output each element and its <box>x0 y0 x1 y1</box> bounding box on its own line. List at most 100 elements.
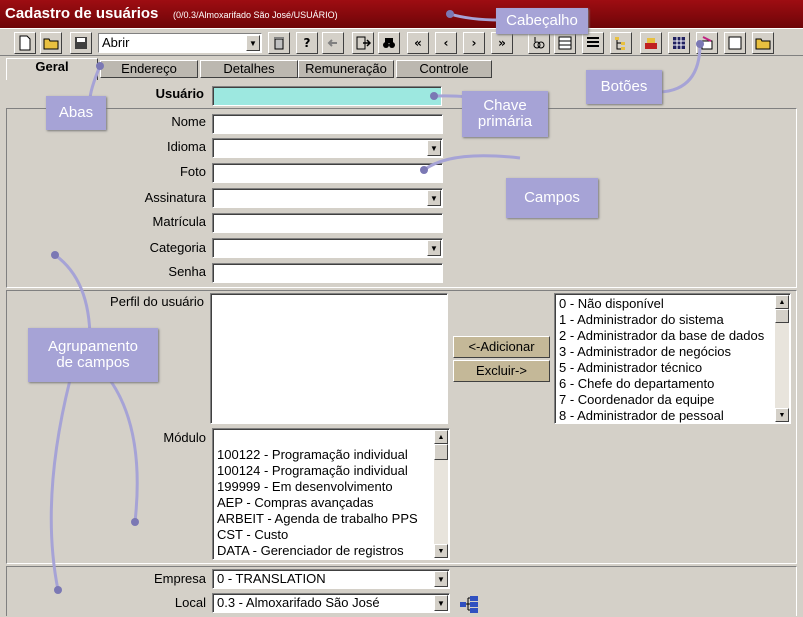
senha-label: Senha <box>168 264 206 279</box>
list-item[interactable]: CST - Custo <box>217 527 289 542</box>
scroll-thumb[interactable] <box>775 309 789 323</box>
open-button[interactable] <box>40 32 62 54</box>
modulo-label: Módulo <box>163 430 206 445</box>
empresa-select[interactable]: 0 - TRANSLATION ▼ <box>212 569 450 589</box>
matricula-field[interactable] <box>212 213 443 233</box>
tab-endereco[interactable]: Endereço <box>100 60 198 78</box>
local-lookup-button[interactable] <box>458 594 480 614</box>
add-profile-button[interactable]: <-Adicionar <box>453 336 550 358</box>
list-item[interactable]: 1 - Administrador do sistema <box>559 312 724 327</box>
next-record-button[interactable]: › <box>463 32 485 54</box>
tab-bar: Geral Endereço Detalhes Remuneração Cont… <box>0 58 803 80</box>
scroll-up-icon[interactable]: ▲ <box>434 430 448 444</box>
tab-detalhes[interactable]: Detalhes <box>200 60 298 78</box>
help-button[interactable]: ? <box>296 32 318 54</box>
local-select[interactable]: 0.3 - Almoxarifado São José ▼ <box>212 593 450 613</box>
chevron-down-icon[interactable]: ▼ <box>246 35 260 51</box>
tree-icon <box>615 37 625 50</box>
tab-label: Remuneração <box>305 61 387 76</box>
window-subtitle: (0/0.3/Almoxarifado São José/USUÁRIO) <box>173 10 338 20</box>
list-item[interactable]: AEP - Compras avançadas <box>217 495 374 510</box>
view-button-2[interactable] <box>554 32 576 54</box>
title-bar: Cadastro de usuários (0/0.3/Almoxarifado… <box>0 0 803 28</box>
delete-button[interactable] <box>268 32 290 54</box>
chevron-down-icon[interactable]: ▼ <box>427 140 441 156</box>
tab-controle[interactable]: Controle <box>396 60 492 78</box>
chevron-down-icon[interactable]: ▼ <box>434 571 448 587</box>
senha-field[interactable] <box>212 263 443 283</box>
header-callout: Cabeçalho <box>496 8 588 34</box>
list-item[interactable]: ARBEIT - Agenda de trabalho PPS <box>217 511 418 526</box>
folder-icon <box>755 38 771 50</box>
tab-label: Detalhes <box>223 61 275 76</box>
last-record-button[interactable]: » <box>491 32 513 54</box>
list-item[interactable]: 100124 - Programação individual <box>217 463 408 478</box>
scroll-down-icon[interactable]: ▼ <box>775 408 789 422</box>
list-item[interactable]: 7 - Coordenador da equipe <box>559 392 715 407</box>
categoria-select[interactable]: ▼ <box>212 238 443 258</box>
folder-button[interactable] <box>752 32 774 54</box>
flag-button[interactable] <box>640 32 662 54</box>
list-item[interactable]: 100122 - Programação individual <box>217 447 408 462</box>
list-item[interactable]: 6 - Chefe do departamento <box>559 376 715 391</box>
scroll-thumb[interactable] <box>434 444 448 460</box>
first-record-button[interactable]: « <box>407 32 429 54</box>
module-list[interactable]: 100122 - Programação individual 100124 -… <box>212 428 450 560</box>
toolbar: Abrir ▼ ? « ‹ › » <box>0 28 803 56</box>
tab-label: Geral <box>35 59 69 74</box>
list-item[interactable]: 0 - Não disponível <box>559 296 664 311</box>
list-item[interactable]: 3 - Administrador de negócios <box>559 344 731 359</box>
assinatura-select[interactable]: ▼ <box>212 188 443 208</box>
scroll-down-icon[interactable]: ▼ <box>434 544 448 558</box>
field-group-callout: Agrupamento de campos <box>28 328 158 382</box>
assigned-profiles-list[interactable] <box>210 293 448 424</box>
available-profiles-list[interactable]: 0 - Não disponível 1 - Administrador do … <box>554 293 791 424</box>
window-icon <box>728 36 742 50</box>
categoria-label: Categoria <box>149 240 206 255</box>
profiles-scrollbar[interactable]: ▲ ▼ <box>775 295 789 422</box>
trash-icon <box>274 37 284 50</box>
tab-remuneracao[interactable]: Remuneração <box>298 60 394 78</box>
chevron-down-icon[interactable]: ▼ <box>427 190 441 206</box>
view-button-1[interactable] <box>528 32 550 54</box>
save-button[interactable] <box>70 32 92 54</box>
chevron-down-icon[interactable]: ▼ <box>427 240 441 256</box>
find-button[interactable] <box>378 32 400 54</box>
usuario-label: Usuário <box>155 86 204 101</box>
grid-button[interactable] <box>668 32 690 54</box>
previous-icon: ‹ <box>443 36 449 50</box>
idioma-select[interactable]: ▼ <box>212 138 443 158</box>
back-button[interactable] <box>322 32 344 54</box>
save-icon <box>75 37 87 49</box>
link-icon <box>533 37 545 49</box>
chevron-down-icon[interactable]: ▼ <box>434 595 448 611</box>
view-button-3[interactable] <box>582 32 604 54</box>
flag-icon <box>645 38 657 49</box>
usuario-field[interactable] <box>212 86 442 106</box>
tab-label: Endereço <box>121 61 177 76</box>
nome-field[interactable] <box>212 114 443 134</box>
tree-button[interactable] <box>610 32 632 54</box>
list-item[interactable]: 5 - Administrador técnico <box>559 360 703 375</box>
list-item[interactable]: 2 - Administrador da base de dados <box>559 328 765 343</box>
tab-geral[interactable]: Geral <box>6 58 98 80</box>
action-combo[interactable]: Abrir ▼ <box>98 33 262 53</box>
local-label: Local <box>174 595 206 610</box>
list-item[interactable]: DATA - Gerenciador de registros <box>217 543 404 558</box>
wizard-button[interactable] <box>696 32 718 54</box>
blank-button[interactable] <box>724 32 746 54</box>
new-document-button[interactable] <box>14 32 36 54</box>
modules-scrollbar[interactable]: ▲ ▼ <box>434 430 448 558</box>
wizard-icon <box>701 36 713 50</box>
list-item[interactable]: 199999 - Em desenvolvimento <box>217 479 393 494</box>
scroll-up-icon[interactable]: ▲ <box>775 295 789 309</box>
remove-profile-button[interactable]: Excluir-> <box>453 360 550 382</box>
empresa-label: Empresa <box>153 571 206 586</box>
last-icon: » <box>498 36 506 50</box>
exit-button[interactable] <box>352 32 374 54</box>
previous-record-button[interactable]: ‹ <box>435 32 457 54</box>
assinatura-label: Assinatura <box>144 190 206 205</box>
list-item[interactable]: 8 - Administrador de pessoal <box>559 408 724 423</box>
foto-field[interactable] <box>212 163 443 183</box>
tab-label: Controle <box>419 61 469 76</box>
